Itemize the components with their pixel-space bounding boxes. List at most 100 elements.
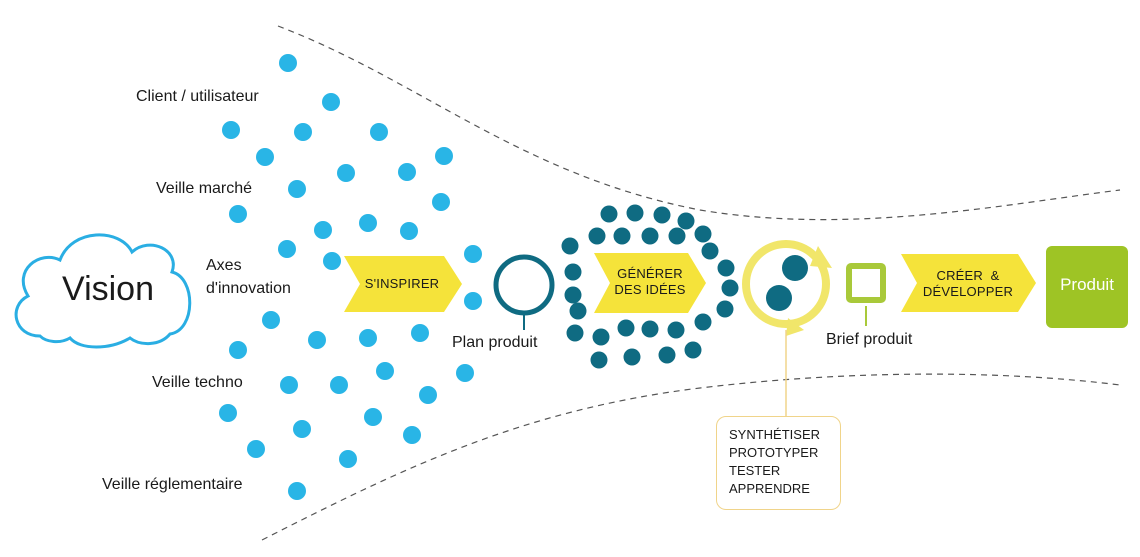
source-veille-marche: Veille marché (156, 180, 253, 197)
idea-dot (569, 302, 587, 320)
cycle-arrowhead-bottom-icon (786, 318, 804, 336)
inspiration-dot (322, 93, 340, 111)
inspiration-dot (323, 252, 341, 270)
cycle-note-item: TESTER (729, 462, 781, 478)
inspiration-dot (359, 329, 377, 347)
inspiration-dot (278, 240, 296, 258)
source-axes-innovation: Axes d'innovation (206, 254, 316, 300)
inspiration-dot (359, 214, 377, 232)
idea-dot (641, 227, 659, 245)
stage-creer-line1: CRÉER & (936, 268, 1000, 283)
inspiration-dot (293, 420, 311, 438)
inspiration-dot (279, 54, 297, 72)
brief-produit-square (846, 263, 886, 303)
milestone-produit: Produit (1060, 275, 1114, 294)
cycle-ring-icon (742, 240, 830, 328)
inspiration-dot (456, 364, 474, 382)
creer-arrow (901, 254, 1036, 312)
stage-generer-label: GÉNÉRER DES IDÉES (608, 266, 692, 297)
inspiration-dot (464, 245, 482, 263)
idea-dot (694, 313, 712, 331)
cycle-note-item: APPRENDRE (729, 480, 810, 496)
idea-dot (613, 227, 631, 245)
milestone-brief-produit: Brief produit (826, 331, 913, 348)
inspiration-dot (229, 205, 247, 223)
cycle-arrowhead-top-icon (810, 246, 832, 268)
inspiration-dot (219, 404, 237, 422)
idea-dot (592, 328, 610, 346)
idea-dot (721, 279, 739, 297)
inspiration-dot (256, 148, 274, 166)
inspiration-dot (222, 121, 240, 139)
stage-generer-line2: DES IDÉES (614, 281, 686, 297)
source-veille-reglementaire: Veille réglementaire (102, 476, 243, 493)
idea-dot (668, 227, 686, 245)
idea-dot (677, 212, 695, 230)
idea-dot (564, 286, 582, 304)
inspirer-arrow (344, 256, 462, 312)
source-veille-techno: Veille techno (152, 374, 243, 391)
inspiration-dots (219, 54, 482, 500)
idea-dot (684, 341, 702, 359)
inspiration-dot (339, 450, 357, 468)
inspiration-dot (294, 123, 312, 141)
inspiration-dot (247, 440, 265, 458)
cycle-note-item: PROTOTYPER (729, 444, 819, 460)
source-client: Client / utilisateur (136, 88, 259, 105)
inspiration-dot (337, 164, 355, 182)
inspiration-dot (464, 292, 482, 310)
inspiration-dot (400, 222, 418, 240)
inspiration-dot (262, 311, 280, 329)
idea-dot (641, 320, 659, 338)
generer-arrow (594, 253, 706, 313)
idea-dot (658, 346, 676, 364)
inspiration-dot (229, 341, 247, 359)
inspiration-dot (330, 376, 348, 394)
idea-dot (667, 321, 685, 339)
idea-dot (617, 319, 635, 337)
inspiration-dot (411, 324, 429, 342)
inspiration-dot (398, 163, 416, 181)
stage-creer-line2: DÉVELOPPER (922, 283, 1014, 299)
idea-dot (626, 204, 644, 222)
inspiration-dot (288, 482, 306, 500)
cycle-note: SYNTHÉTISER PROTOTYPER TESTER APPRENDRE (716, 416, 841, 510)
stage-inspirer-label: S'INSPIRER (364, 276, 440, 291)
idea-dot (564, 263, 582, 281)
idea-dot (701, 242, 719, 260)
inspiration-dot (419, 386, 437, 404)
inspiration-dot (370, 123, 388, 141)
inspiration-dot (280, 376, 298, 394)
idea-dot (716, 300, 734, 318)
idea-dot (623, 348, 641, 366)
funnel-bottom-edge (261, 373, 1121, 541)
produit-box (1046, 246, 1128, 328)
cycle-dot-bottom (766, 285, 792, 311)
stage-creer-label: CRÉER & DÉVELOPPER (916, 268, 1020, 299)
inspiration-dot (435, 147, 453, 165)
iteration-cycle (742, 240, 832, 336)
funnel-top-edge (277, 25, 1121, 221)
idea-dot (561, 237, 579, 255)
idea-dot (566, 324, 584, 342)
inspiration-dot (288, 180, 306, 198)
inspiration-dot (432, 193, 450, 211)
idea-dot (653, 206, 671, 224)
idea-dot (600, 205, 618, 223)
cloud-icon (14, 233, 192, 349)
idea-dots (561, 204, 739, 369)
inspiration-dot (314, 221, 332, 239)
inspiration-dot (308, 331, 326, 349)
plan-produit-ring (493, 254, 555, 316)
vision-label: Vision (62, 270, 154, 308)
source-axes-innovation-text: Axes d'innovation (206, 257, 291, 298)
inspiration-dot (376, 362, 394, 380)
cycle-note-item: SYNTHÉTISER (729, 427, 821, 442)
inspiration-dot (364, 408, 382, 426)
idea-dot (694, 225, 712, 243)
inspiration-dot (403, 426, 421, 444)
milestone-plan-produit: Plan produit (452, 334, 538, 351)
stage-generer-line1: GÉNÉRER (617, 266, 683, 281)
idea-dot (590, 351, 608, 369)
